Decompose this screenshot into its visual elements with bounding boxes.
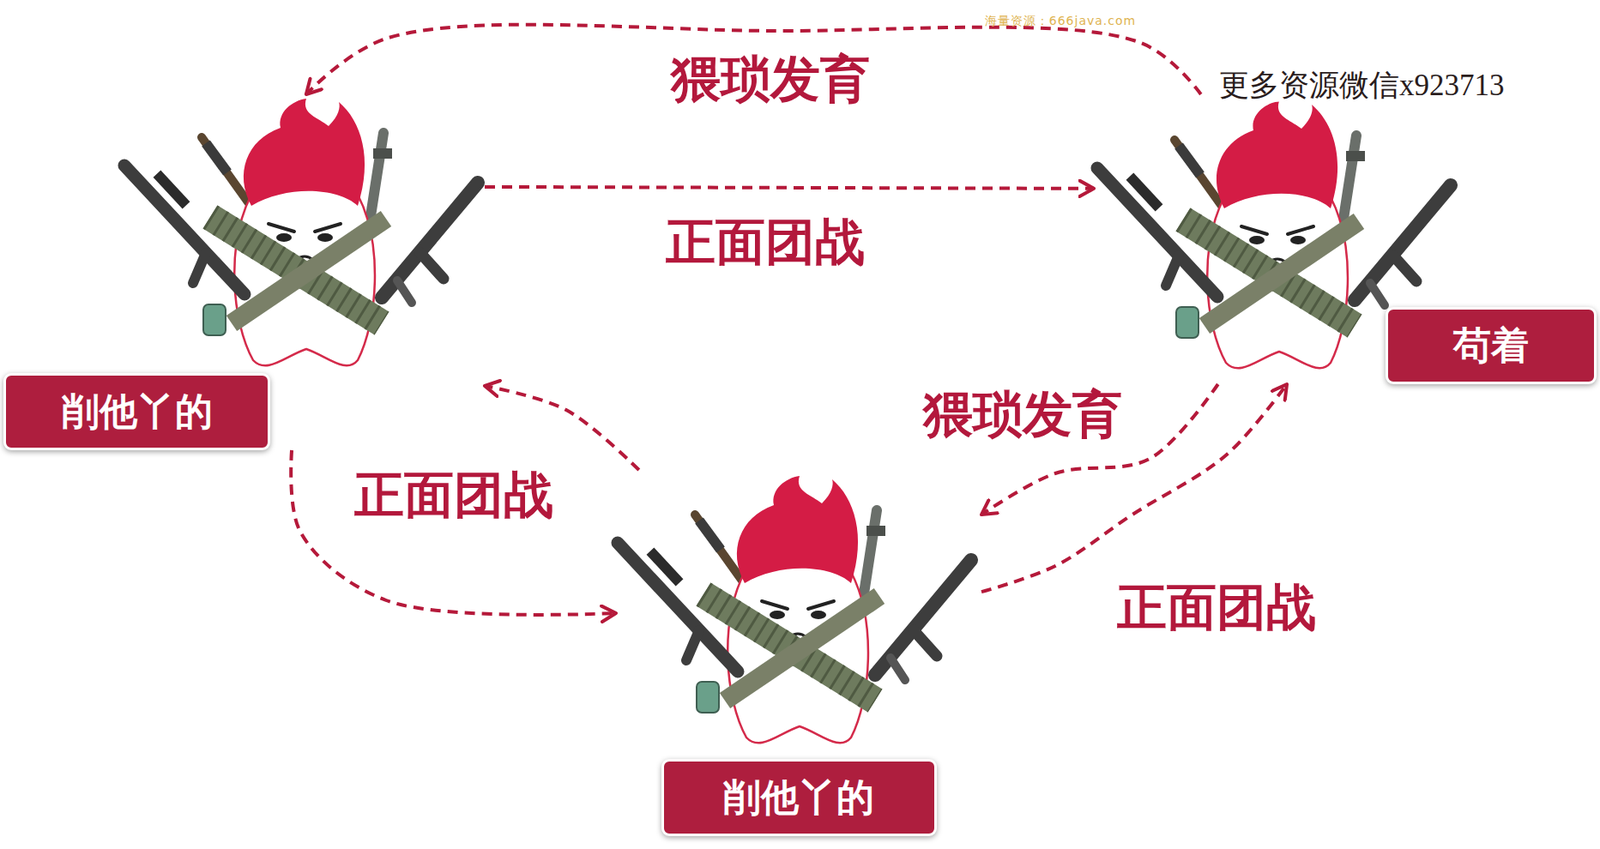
dashed-arrow: [484, 386, 640, 471]
unit-label: 削他丫的: [3, 373, 271, 451]
edge-label: 正面团战: [1111, 581, 1322, 634]
soldier-figure: [124, 98, 478, 366]
watermark: 更多资源微信x923713: [1219, 68, 1505, 103]
dashed-arrow: [484, 187, 1094, 189]
edge-label: 正面团战: [660, 216, 870, 269]
edge-label: 猥琐发育: [917, 388, 1128, 441]
edge-label: 正面团战: [349, 469, 559, 522]
unit-node: 苟着: [1093, 94, 1597, 385]
edge-label: 猥琐发育: [665, 53, 876, 106]
unit-node: 削他丫的: [3, 94, 485, 451]
unit-node: 削他丫的: [615, 470, 982, 837]
watermark: 海量资源：666java.com: [984, 13, 1136, 28]
dashed-arrow: [290, 450, 616, 616]
soldier-figure: [617, 476, 972, 743]
unit-label: 苟着: [1385, 307, 1597, 385]
unit-label: 削他丫的: [661, 759, 937, 837]
